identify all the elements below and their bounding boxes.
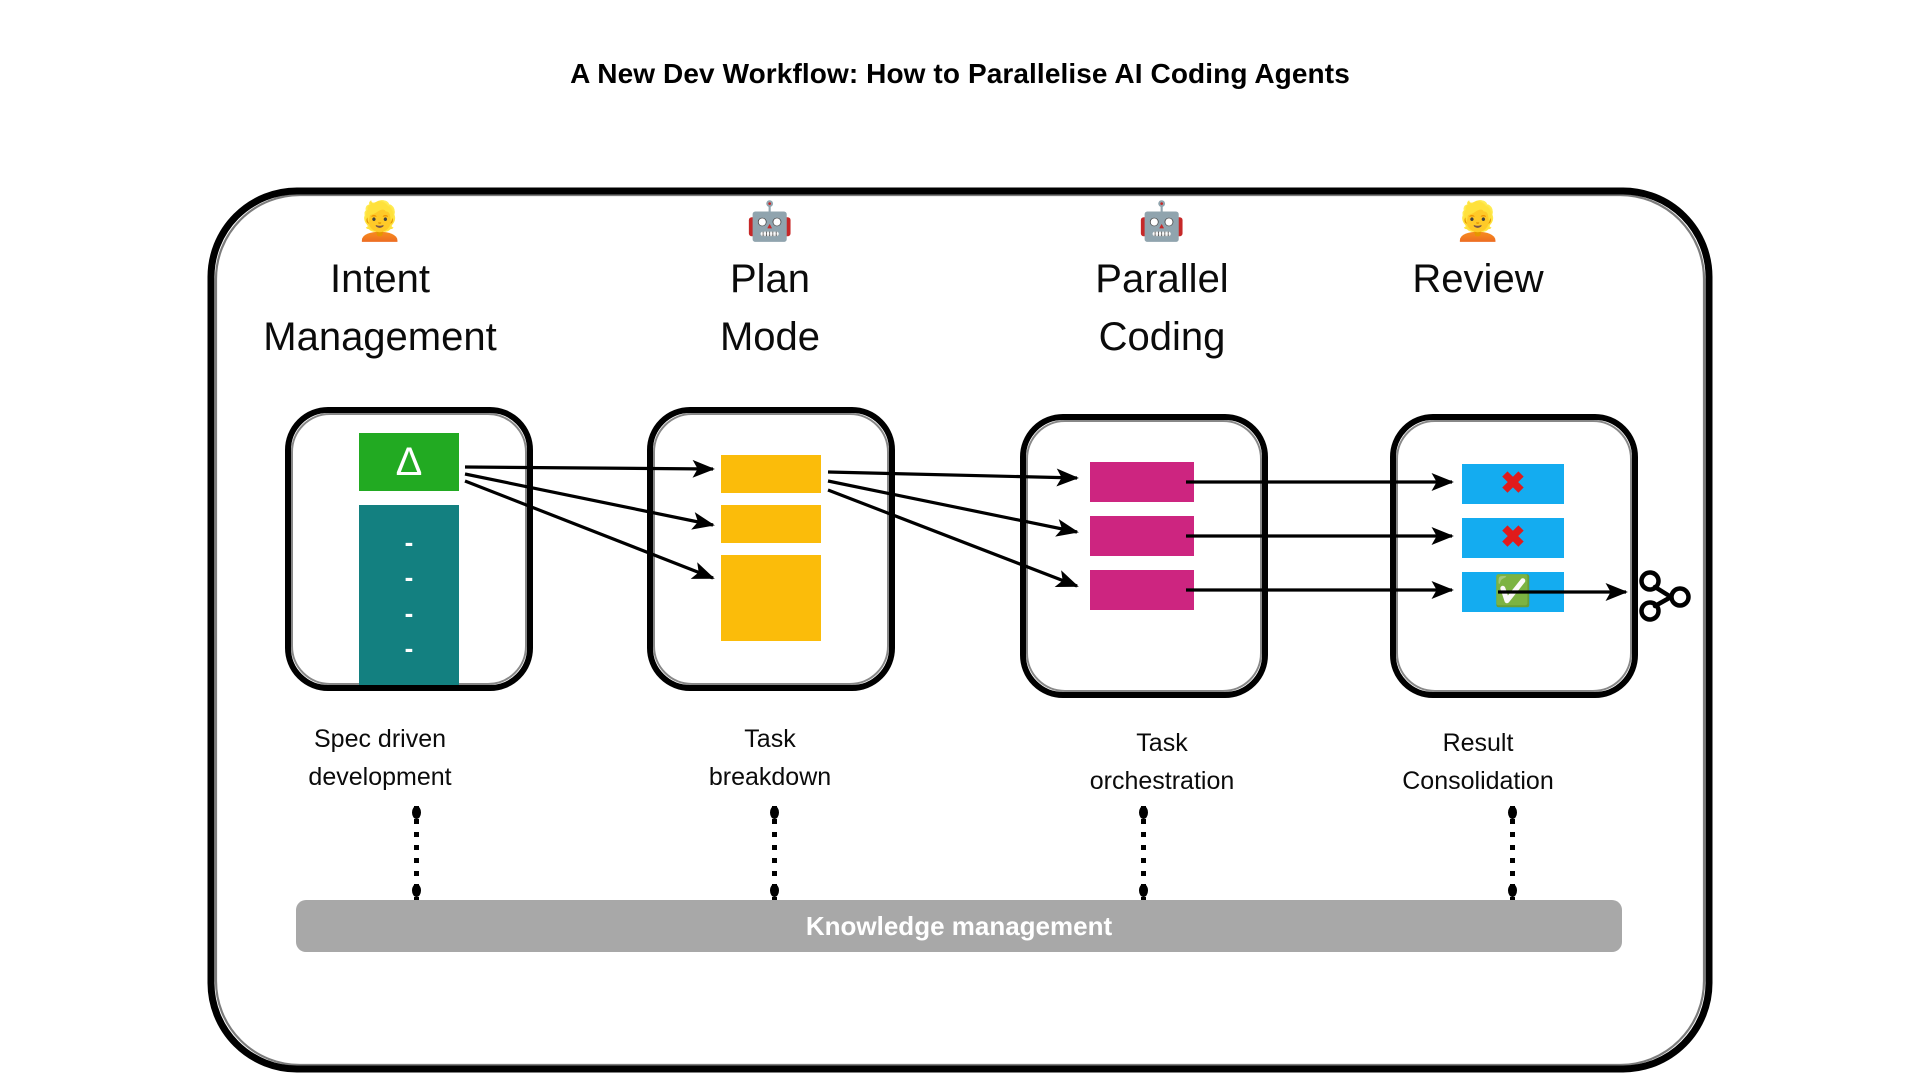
dot-cap-bottom-1 xyxy=(412,884,421,897)
column-review: 👱 Review xyxy=(1328,200,1628,308)
card-intent-body: Δ - - - - xyxy=(283,405,535,693)
git-merge-icon[interactable] xyxy=(1636,568,1692,624)
column-intent-management: 👱 Intent Management xyxy=(230,200,530,366)
delta-icon: Δ xyxy=(395,440,423,484)
column-title-plan-mode: Plan Mode xyxy=(719,257,821,359)
caption-task-breakdown: Task breakdown xyxy=(708,725,832,791)
person-blond-hair-emoji: 👱 xyxy=(1454,201,1502,243)
dotted-connector-3 xyxy=(1141,806,1146,902)
dotted-connector-4 xyxy=(1510,806,1515,902)
column-title-parallel-coding: Parallel Coding xyxy=(1095,257,1229,359)
card-review[interactable]: ✖ ✖ ✅ xyxy=(1388,412,1640,700)
person-blond-hair-emoji: 👱 xyxy=(356,201,404,243)
block-result-2[interactable]: ✖ xyxy=(1462,518,1564,558)
green-check-icon: ✅ xyxy=(1494,575,1532,608)
dotted-connector-1 xyxy=(414,806,419,902)
knowledge-management-label: Knowledge management xyxy=(805,910,1113,941)
card-plan-body xyxy=(645,405,897,693)
spec-line-item: - xyxy=(404,526,414,557)
dotted-connector-2 xyxy=(772,806,777,902)
dot-cap-top-1 xyxy=(412,806,421,819)
card-parallel-coding[interactable] xyxy=(1018,412,1270,700)
block-result-1[interactable]: ✖ xyxy=(1462,464,1564,504)
block-spec-delta[interactable]: Δ xyxy=(359,433,459,491)
card-parallel-body xyxy=(1018,412,1270,700)
card-plan-mode[interactable] xyxy=(645,405,897,693)
caption-result-consolidation: Result Consolidation xyxy=(1402,729,1554,795)
dot-cap-bottom-2 xyxy=(770,884,779,897)
spec-line-item: - xyxy=(404,633,414,664)
red-cross-icon: ✖ xyxy=(1500,467,1526,500)
column-title-intent-management: Intent Management xyxy=(263,257,497,359)
column-plan-mode: 🤖 Plan Mode xyxy=(620,200,920,366)
dot-cap-bottom-3 xyxy=(1139,884,1148,897)
block-result-3[interactable]: ✅ xyxy=(1462,572,1564,612)
dot-cap-bottom-4 xyxy=(1508,884,1517,897)
dot-cap-top-2 xyxy=(770,806,779,819)
column-parallel-coding: 🤖 Parallel Coding xyxy=(1012,200,1312,366)
block-agent-2[interactable] xyxy=(1090,516,1194,556)
block-agent-3[interactable] xyxy=(1090,570,1194,610)
page-title: A New Dev Workflow: How to Parallelise A… xyxy=(570,58,1350,89)
robot-emoji: 🤖 xyxy=(746,201,794,243)
block-task-2[interactable] xyxy=(721,505,821,543)
block-agent-1[interactable] xyxy=(1090,462,1194,502)
knowledge-management-bar[interactable]: Knowledge management xyxy=(296,900,1622,952)
block-task-1[interactable] xyxy=(721,455,821,493)
block-spec-lines[interactable]: - - - - xyxy=(359,505,459,685)
spec-line-item: - xyxy=(404,597,414,628)
caption-spec-driven-development: Spec driven development xyxy=(308,725,452,791)
dot-cap-top-3 xyxy=(1139,806,1148,819)
block-task-3[interactable] xyxy=(721,555,821,641)
robot-emoji: 🤖 xyxy=(1138,201,1186,243)
spec-line-item: - xyxy=(404,562,414,593)
outer-frame xyxy=(205,185,1715,1075)
card-intent-management[interactable]: Δ - - - - xyxy=(283,405,535,693)
red-cross-icon: ✖ xyxy=(1500,521,1526,554)
dot-cap-top-4 xyxy=(1508,806,1517,819)
caption-task-orchestration: Task orchestration xyxy=(1089,729,1235,795)
card-review-body: ✖ ✖ ✅ xyxy=(1388,412,1640,700)
column-title-review: Review xyxy=(1412,257,1544,301)
